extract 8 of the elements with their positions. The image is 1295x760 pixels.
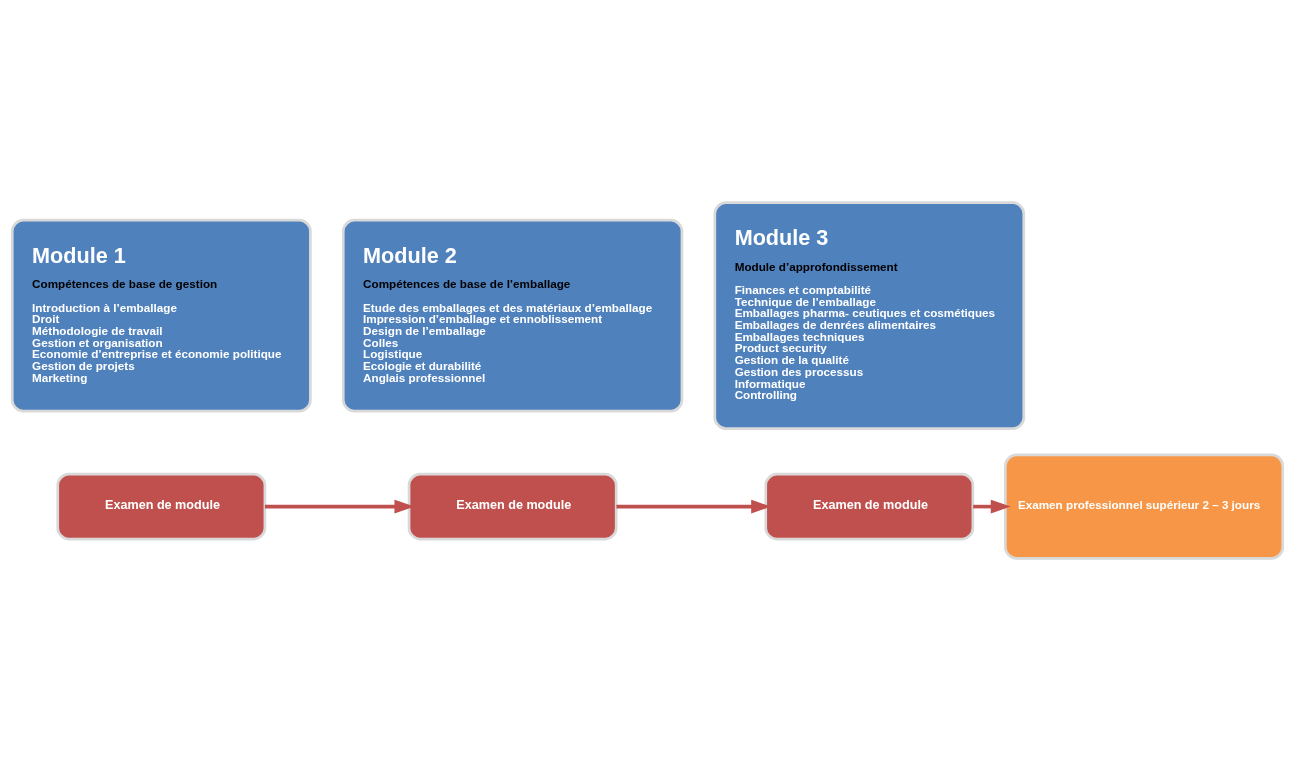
node-box: Module 1 Compétences de base de gestion Introduction à l’emballage Droit Méthodologie de travail Gestion et organisation Economie d’entreprise et économie politique Gestion de projets Marketing (10, 218, 312, 412)
node-box: Examen de module (764, 472, 975, 540)
node-box: Module 3 Module d’approfondissement Finances et comptabilité Technique de l’emballage Emballages pharma- ceutiques et cosmétiques Emballages de denrées alimentaires Emballages techniques Product security Gestion de la qualité Gestion des processus Informatique Controlling (713, 200, 1026, 430)
arrow (973, 499, 1011, 514)
node-box: Examen de module (407, 472, 618, 540)
node-box: Examen professionnel supérieur 2 – 3 jours (1003, 452, 1285, 560)
node-box: Module 2 Compétences de base de l’emballage Etude des emballages et des matériaux d’emballage Impression d’emballage et ennoblissement Design de l’emballage Colles Logistique Ecologie et durabilité Anglais professionnel (341, 218, 684, 412)
node-box: Examen de module (56, 472, 267, 540)
